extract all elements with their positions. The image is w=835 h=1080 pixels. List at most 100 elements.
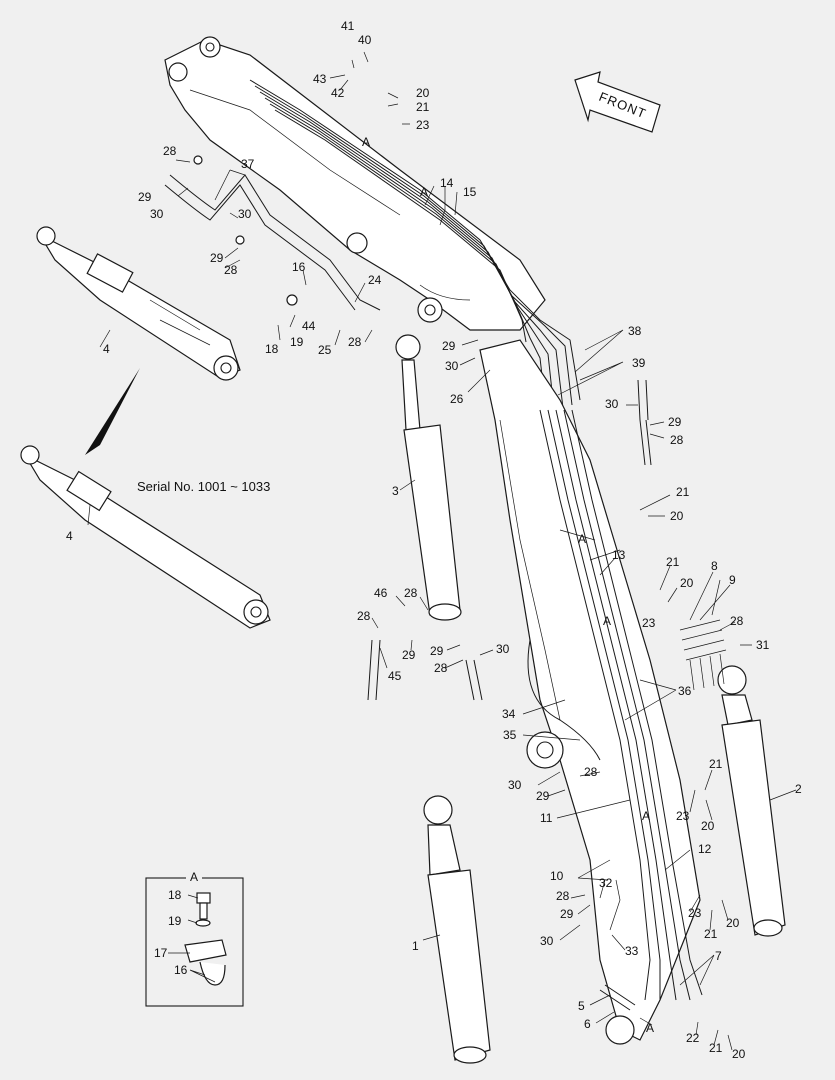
label-37: 37 [241, 157, 255, 171]
label-5: 5 [578, 999, 585, 1013]
label-29: 29 [210, 251, 224, 265]
label-23: 23 [416, 118, 430, 132]
label-29: 29 [442, 339, 456, 353]
label-25: 25 [318, 343, 332, 357]
label-15: 15 [463, 185, 477, 199]
label-30: 30 [540, 934, 554, 948]
label-20: 20 [670, 509, 684, 523]
label-34: 34 [502, 707, 516, 721]
label-16: 16 [174, 963, 188, 977]
label-30: 30 [150, 207, 164, 221]
label-42: 42 [331, 86, 345, 100]
label-3: 3 [392, 484, 399, 498]
boom [164, 36, 546, 331]
label-26: 26 [450, 392, 464, 406]
label-30: 30 [238, 207, 252, 221]
label-29: 29 [138, 190, 152, 204]
label-1: 1 [412, 939, 419, 953]
label-12: 12 [698, 842, 712, 856]
label-4: 4 [66, 529, 73, 543]
detail-view-box: A [145, 870, 244, 1007]
label-A: A [646, 1021, 654, 1035]
label-46: 46 [374, 586, 388, 600]
label-30: 30 [496, 642, 510, 656]
label-22: 22 [686, 1031, 700, 1045]
label-28: 28 [163, 144, 177, 158]
label-18: 18 [265, 342, 279, 356]
label-30: 30 [605, 397, 619, 411]
detail-title: A [190, 870, 198, 884]
label-14: 14 [440, 176, 454, 190]
label-35: 35 [503, 728, 517, 742]
label-44: 44 [302, 319, 316, 333]
bucket-cylinder-left [423, 795, 491, 1064]
label-21: 21 [709, 757, 723, 771]
label-17: 17 [154, 946, 168, 960]
label-21: 21 [666, 555, 680, 569]
label-28: 28 [556, 889, 570, 903]
label-21: 21 [676, 485, 690, 499]
label-21: 21 [704, 927, 718, 941]
boom-cylinder-lower [20, 445, 271, 629]
label-9: 9 [729, 573, 736, 587]
label-8: 8 [711, 559, 718, 573]
label-A: A [642, 809, 650, 823]
label-24: 24 [368, 273, 382, 287]
label-20: 20 [701, 819, 715, 833]
leader-lines [87, 51, 797, 1051]
label-11: 11 [540, 811, 553, 825]
label-45: 45 [388, 669, 402, 683]
boom-hoses [249, 79, 581, 411]
label-20: 20 [726, 916, 740, 930]
label-30: 30 [508, 778, 522, 792]
label-41: 41 [341, 19, 355, 33]
label-28: 28 [357, 609, 371, 623]
label-A: A [578, 532, 586, 546]
label-43: 43 [313, 72, 327, 86]
arm-cylinder [395, 334, 462, 621]
label-19: 19 [290, 335, 304, 349]
label-19: 19 [168, 914, 182, 928]
label-A: A [603, 614, 611, 628]
label-13: 13 [612, 548, 626, 562]
arm [479, 339, 701, 1045]
label-16: 16 [292, 260, 306, 274]
label-18: 18 [168, 888, 182, 902]
pipe-assembly [164, 155, 381, 311]
label-10: 10 [550, 869, 564, 883]
label-33: 33 [625, 944, 639, 958]
label-28: 28 [348, 335, 362, 349]
label-28: 28 [404, 586, 418, 600]
label-20: 20 [416, 86, 430, 100]
label-23: 23 [676, 809, 690, 823]
label-28: 28 [434, 661, 448, 675]
label-32: 32 [599, 876, 613, 890]
label-A: A [362, 135, 370, 149]
label-29: 29 [402, 648, 416, 662]
loose-hoses [367, 379, 652, 1011]
label-39: 39 [632, 356, 646, 370]
label-7: 7 [715, 949, 722, 963]
label-28: 28 [224, 263, 238, 277]
label-20: 20 [680, 576, 694, 590]
label-2: 2 [795, 782, 802, 796]
label-23: 23 [642, 616, 656, 630]
label-21: 21 [416, 100, 430, 114]
label-40: 40 [358, 33, 372, 47]
label-36: 36 [678, 684, 692, 698]
arm-hoses [527, 409, 703, 1001]
label-21: 21 [709, 1041, 723, 1055]
label-6: 6 [584, 1017, 591, 1031]
label-23: 23 [688, 906, 702, 920]
label-28: 28 [670, 433, 684, 447]
label-28: 28 [730, 614, 744, 628]
label-30: 30 [445, 359, 459, 373]
serial-note: Serial No. 1001 ~ 1033 [137, 479, 270, 494]
label-31: 31 [756, 638, 770, 652]
label-29: 29 [560, 907, 574, 921]
front-arrow: FRONT [574, 71, 661, 133]
clamp-group [679, 619, 727, 691]
label-28: 28 [584, 765, 598, 779]
